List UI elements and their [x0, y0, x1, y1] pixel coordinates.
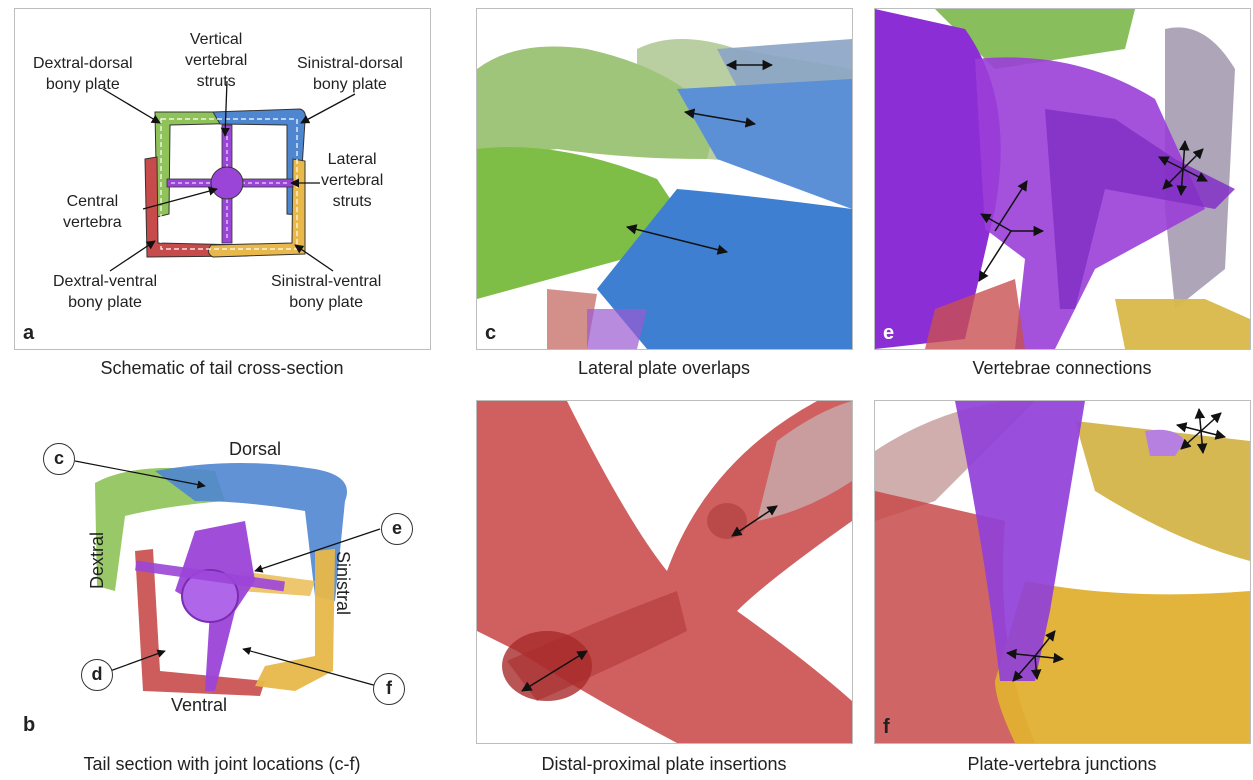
- direction-ventral: Ventral: [171, 695, 227, 716]
- callout-e: e: [381, 513, 413, 545]
- plate-vertebra-junctions-render: [875, 401, 1250, 743]
- panel-letter-d: d: [485, 716, 497, 739]
- direction-dextral: Dextral: [87, 532, 108, 589]
- caption-e: Vertebrae connections: [872, 358, 1252, 379]
- lateral-plate-overlaps-render: [477, 9, 852, 349]
- direction-sinistral: Sinistral: [332, 551, 353, 615]
- panel-letter-f: f: [883, 716, 890, 739]
- panel-c: c: [476, 8, 853, 350]
- caption-d: Distal-proximal plate insertions: [474, 754, 854, 775]
- callout-c: c: [43, 443, 75, 475]
- vertebrae-connections-render: [875, 9, 1250, 349]
- caption-a: Schematic of tail cross-section: [32, 358, 412, 379]
- panel-letter-a: a: [23, 322, 34, 345]
- caption-b: Tail section with joint locations (c-f): [32, 754, 412, 775]
- panel-e: e: [874, 8, 1251, 350]
- plate-insertions-render: [477, 401, 852, 743]
- caption-f: Plate-vertebra junctions: [872, 754, 1252, 775]
- panel-d: d: [476, 400, 853, 744]
- panel-letter-e: e: [883, 322, 894, 345]
- callout-f: f: [373, 673, 405, 705]
- panel-b: c e d f Dorsal Ventral Dextral Sinistral…: [14, 400, 431, 742]
- panel-letter-c: c: [485, 322, 496, 345]
- central-vertebra: [211, 167, 243, 199]
- panel-f: f: [874, 400, 1251, 744]
- callout-d: d: [81, 659, 113, 691]
- direction-dorsal: Dorsal: [229, 439, 281, 460]
- caption-c: Lateral plate overlaps: [474, 358, 854, 379]
- tail-section-render: [15, 401, 430, 741]
- panel-letter-b: b: [23, 714, 35, 737]
